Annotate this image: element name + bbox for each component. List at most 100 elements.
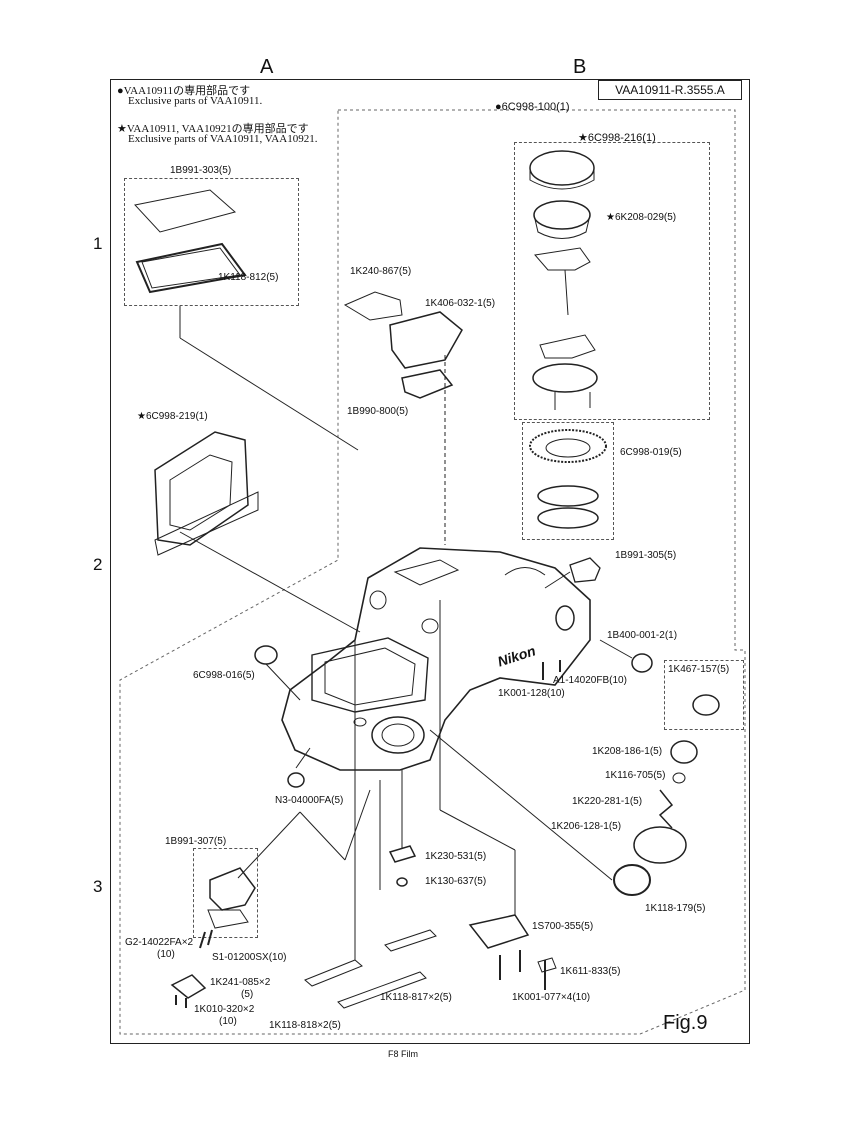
part-label-a1-14020fb: A1-14020FB(10) <box>553 675 627 686</box>
figure-number: Fig.9 <box>663 1012 708 1034</box>
part-label-6c998-019: 6C998-019(5) <box>620 447 682 458</box>
part-label-1k208-186-1: 1K208-186-1(5) <box>592 746 663 757</box>
gear-ring-inner <box>545 438 591 458</box>
hot-shoe-mount <box>393 559 460 586</box>
assembly-boundary <box>119 109 746 1035</box>
button-cap-part <box>670 740 698 764</box>
part-label-6c998-219: ★6C998-219(1) <box>137 411 208 422</box>
note-2-en: Exclusive parts of VAA10911, VAA10921. <box>128 133 318 145</box>
strip-part <box>384 929 437 952</box>
gasket-frame-inner <box>141 247 241 289</box>
part-label-1k611-833: 1K611-833(5) <box>560 966 621 977</box>
leader-line <box>429 729 613 881</box>
lower-bracket-part <box>209 867 256 911</box>
part-label-1k206-128-1: 1K206-128-1(5) <box>551 821 622 832</box>
part-label-1k118-179: 1K118-179(5) <box>645 903 706 914</box>
mode-dial-side <box>529 168 595 190</box>
part-label-1k220-281-1: 1K220-281-1(5) <box>572 796 643 807</box>
part-label-1k001-077: 1K001-077×4(10) <box>512 992 591 1003</box>
leader-line <box>544 571 571 589</box>
part-label-g2-14022fa-qty: (10) <box>157 949 175 960</box>
leader-line <box>179 337 359 451</box>
o-ring-part <box>613 864 651 896</box>
part-label-1k010-320: 1K010-320×2 <box>194 1004 255 1015</box>
group-box-6c998-019 <box>522 422 614 540</box>
clip-part <box>537 957 557 973</box>
part-label-1k240-867: 1K240-867(5) <box>350 266 412 277</box>
part-label-1k118-818: 1K118-818×2(5) <box>269 1020 341 1031</box>
screw-part <box>396 877 408 887</box>
part-label-1k118-817: 1K118-817×2(5) <box>380 992 452 1003</box>
housing-hole <box>421 618 439 634</box>
hot-shoe-part <box>389 311 463 369</box>
part-label-1b990-800: 1B990-800(5) <box>347 406 409 417</box>
leader-line <box>179 531 361 633</box>
screw-part <box>199 931 206 949</box>
leader-line <box>237 811 301 879</box>
housing-window-opening <box>311 637 429 713</box>
housing-curve <box>504 567 546 576</box>
row-label-2: 2 <box>93 555 103 574</box>
leader-line <box>599 639 633 659</box>
lever-part <box>633 826 687 864</box>
column-label-b: B <box>573 56 587 78</box>
leader-line <box>295 747 311 769</box>
part-label-1k130-637: 1K130-637(5) <box>425 876 487 887</box>
prism-housing-body <box>281 547 591 771</box>
spring-part <box>658 789 674 829</box>
part-label-1k241-085-qty: (5) <box>241 989 254 1000</box>
leader-line <box>265 663 301 701</box>
part-label-1k001-128: 1K001-128(10) <box>498 688 565 699</box>
eyepiece-cover-base <box>154 491 259 556</box>
eyepiece-port-inner <box>381 723 415 747</box>
row-label-3: 3 <box>93 877 103 896</box>
part-label-1k467-157: 1K467-157(5) <box>668 664 730 675</box>
housing-hole <box>369 590 387 610</box>
clip-part <box>343 291 403 321</box>
eyecup-part <box>254 645 278 665</box>
base-plate-part <box>532 363 598 393</box>
gear-ring-part <box>529 429 607 463</box>
note-1-jp: ●VAA10911の専用部品です <box>117 85 251 97</box>
part-label-1k116-705: 1K116-705(5) <box>605 770 666 781</box>
side-port <box>555 605 575 631</box>
part-label-6c998-216: ★6C998-216(1) <box>578 132 656 144</box>
spring-part <box>672 772 686 784</box>
part-label-1s700-355: 1S700-355(5) <box>532 921 594 932</box>
plate-part <box>539 334 596 359</box>
part-label-1b991-305: 1B991-305(5) <box>615 550 677 561</box>
part-label-1k118-812: 1K118-812(5) <box>218 272 279 283</box>
eyepiece-port <box>371 716 425 754</box>
group-box-1b991-307 <box>193 848 258 938</box>
ring-part <box>537 485 599 507</box>
gasket-frame-part <box>135 242 247 294</box>
window-glass-part <box>134 189 237 233</box>
contact-block-part <box>401 369 454 399</box>
strip-part <box>304 959 363 987</box>
base-plate-part <box>468 914 530 949</box>
screw-part <box>207 929 213 946</box>
cap-part <box>692 694 720 716</box>
leader-line <box>439 809 516 851</box>
reference-code: VAA10911-R.3555.A <box>598 80 742 100</box>
note-1-en: Exclusive parts of VAA10911. <box>128 95 263 107</box>
knob-part <box>569 557 601 583</box>
row-label-1: 1 <box>93 234 103 253</box>
part-label-s1-01200sx: S1-01200SX(10) <box>212 952 287 963</box>
flex-circuit-part <box>534 247 591 271</box>
part-label-g2-14022fa: G2-14022FA×2 <box>125 937 194 948</box>
note-2-jp: ★VAA10911, VAA10921の専用部品です <box>117 123 309 135</box>
eyepiece-cover-part <box>154 431 249 546</box>
group-box-1k467-157 <box>664 660 744 730</box>
page-footer: F8 Film <box>388 1049 418 1059</box>
flex-cable <box>564 269 569 316</box>
column-label-a: A <box>260 56 274 78</box>
part-label-n3-04000fa: N3-04000FA(5) <box>275 795 344 806</box>
housing-window-inner <box>324 647 416 706</box>
strip-part <box>337 971 427 1009</box>
group-box-6c998-216 <box>514 142 710 420</box>
leader-line <box>299 811 346 861</box>
part-label-1b400-001-2: 1B400-001-2(1) <box>607 630 678 641</box>
lower-bracket-plate <box>207 909 249 929</box>
